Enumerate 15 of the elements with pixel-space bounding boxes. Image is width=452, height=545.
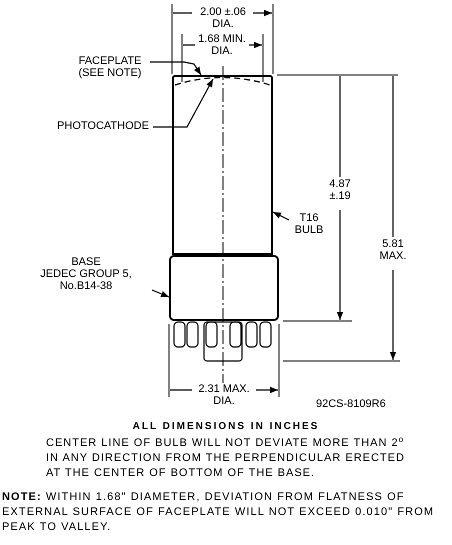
note-text: ALL DIMENSIONS IN INCHES — [132, 421, 320, 433]
bulb-drawing — [172, 75, 273, 255]
drawing-number: 92CS-8109R6 — [316, 398, 386, 410]
leader-label: PHOTOCATHODE — [57, 120, 149, 132]
leader-line — [272, 211, 290, 221]
leader-label: BASE — [71, 256, 101, 268]
leader-line — [153, 78, 214, 128]
note-text: NOTE: WITHIN 1.68" DIAMETER, DEVIATION FROM FLATNESS OF EXTERNAL SURFACE OF FACEPLATE WILL NOT EXCEED 0.010" FROM PEAK TO VALLEY. — [2, 490, 436, 535]
note-text: CENTER LINE OF BULB WILL NOT DEVIATE MORE THAN 2$^{o}$ IN ANY DIRECTION FROM THE PERPENDICULAR ERECTED AT THE CENTER OF BOTTOM OF THE BASE. — [46, 436, 406, 481]
base-drawing — [169, 255, 279, 321]
leader-line — [152, 289, 170, 298]
leader-label: T16 BULB — [294, 212, 324, 236]
leader-line — [150, 61, 202, 76]
leader-label: JEDEC GROUP 5, No.B14-38 — [39, 268, 133, 292]
leader-label: FACEPLATE (SEE NOTE) — [78, 55, 142, 79]
